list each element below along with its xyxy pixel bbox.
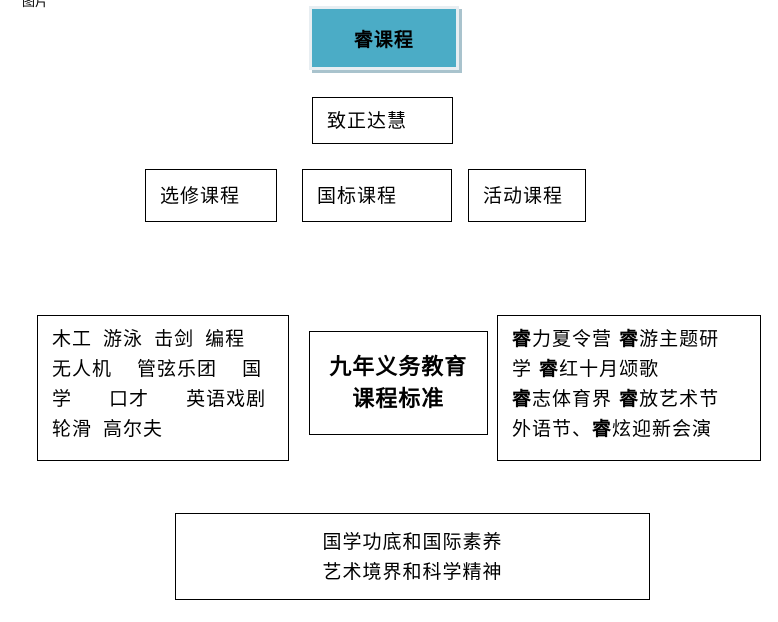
elective-details-box: 木工 游泳 击剑 编程 无人机 管弦乐团 国 学 口才 英语戏剧 轮滑 高尔夫 (37, 315, 289, 461)
node-national-standard-courses-label: 国标课程 (317, 184, 398, 207)
activity-text: 志体育界 (532, 388, 620, 410)
activity-text: 力夏令营 (532, 328, 620, 350)
activity-prefix-bold: 睿 (592, 418, 613, 440)
curriculum-standard-box: 九年义务教育 课程标准 (309, 331, 488, 435)
goals-box: 国学功底和国际素养 艺术境界和科学精神 (175, 513, 650, 600)
activity-prefix-bold: 睿 (539, 358, 560, 380)
activity-text: 外语节、 (512, 418, 593, 440)
activity-line: 睿志体育界 睿放艺术节 (512, 384, 760, 414)
node-activity-courses: 活动课程 (468, 169, 586, 222)
activity-line: 学 睿红十月颂歌 (512, 354, 760, 384)
diagram-title-box: 睿课程 (309, 6, 459, 70)
diagram-title: 睿课程 (353, 28, 414, 51)
curriculum-standard-line: 课程标准 (352, 386, 445, 412)
node-elective-courses: 选修课程 (145, 169, 277, 222)
elective-line: 木工 游泳 击剑 编程 (52, 328, 246, 350)
node-zhizhengdahui: 致正达慧 (312, 97, 453, 144)
activity-text: 炫迎新会演 (612, 418, 713, 440)
activity-text: 学 (512, 358, 540, 380)
node-elective-courses-label: 选修课程 (160, 184, 241, 207)
activity-lines: 睿力夏令营 睿游主题研学 睿红十月颂歌睿志体育界 睿放艺术节外语节、睿炫迎新会演 (512, 324, 760, 444)
activity-text: 红十月颂歌 (559, 358, 660, 380)
activity-line: 外语节、睿炫迎新会演 (512, 414, 760, 444)
activity-prefix-bold: 睿 (512, 328, 533, 350)
curriculum-standard-line: 九年义务教育 (329, 354, 468, 380)
activity-text: 游主题研 (639, 328, 720, 350)
activity-details-box: 睿力夏令营 睿游主题研学 睿红十月颂歌睿志体育界 睿放艺术节外语节、睿炫迎新会演 (497, 315, 761, 461)
activity-line: 睿力夏令营 睿游主题研 (512, 324, 760, 354)
activity-prefix-bold: 睿 (619, 388, 640, 410)
elective-line: 无人机 管弦乐团 国 (52, 358, 263, 380)
top-corner-text: 图片 (22, 0, 49, 10)
node-zhizhengdahui-label: 致正达慧 (327, 109, 408, 132)
goals-line: 艺术境界和科学精神 (322, 560, 503, 583)
elective-line: 轮滑 高尔夫 (52, 418, 164, 440)
activity-prefix-bold: 睿 (512, 388, 533, 410)
activity-prefix-bold: 睿 (619, 328, 640, 350)
goals-line: 国学功底和国际素养 (322, 530, 503, 553)
elective-line: 学 口才 英语戏剧 (52, 388, 267, 410)
node-activity-courses-label: 活动课程 (483, 184, 564, 207)
activity-text: 放艺术节 (639, 388, 720, 410)
node-national-standard-courses: 国标课程 (302, 169, 452, 222)
